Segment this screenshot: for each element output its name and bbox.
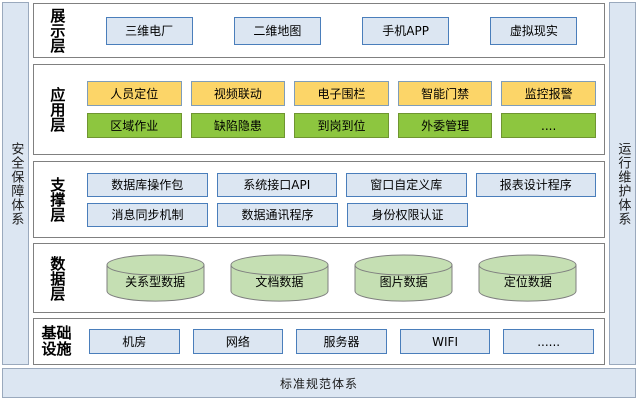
layer-presentation: 展示层 三维电厂 二维地图 手机APP 虚拟现实 (33, 3, 605, 58)
layer-presentation-label: 展示层 (48, 8, 67, 53)
cylinder-relational-data-label: 关系型数据 (125, 274, 186, 289)
layer-application-label: 应用层 (48, 87, 67, 132)
cylinder-image-data-label: 图片数据 (379, 274, 428, 289)
node-message-sync-mechanism[interactable]: 消息同步机制 (87, 202, 208, 227)
node-on-post-in-place[interactable]: 到岗到位 (294, 113, 389, 138)
node-server[interactable]: 服务器 (296, 329, 387, 354)
layer-support: 支撑层 数据库操作包 系统接口API 窗口自定义库 报表设计程序 消息同步机制 … (33, 161, 605, 238)
node-2d-map[interactable]: 二维地图 (233, 16, 321, 45)
layer-presentation-body: 三维电厂 二维地图 手机APP 虚拟现实 (79, 4, 604, 57)
cylinder-relational-data[interactable]: 关系型数据 (106, 254, 205, 302)
support-row-2-spacer (477, 203, 596, 227)
node-area-operation[interactable]: 区域作业 (87, 113, 182, 138)
node-window-custom-library[interactable]: 窗口自定义库 (346, 172, 467, 197)
node-network[interactable]: 网络 (192, 329, 284, 354)
layer-application: 应用层 人员定位 视频联动 电子围栏 智能门禁 监控报警 区域作业 缺陷隐患 到… (33, 64, 605, 155)
node-3d-power-plant[interactable]: 三维电厂 (105, 16, 193, 45)
database-cylinder-icon (230, 254, 329, 302)
node-electronic-fence[interactable]: 电子围栏 (294, 81, 389, 106)
right-band-label: 运行维护体系 (615, 141, 631, 226)
layer-infrastructure-label-cell: 基础设施 (34, 319, 79, 364)
database-cylinder-icon (354, 254, 453, 302)
layer-data: 数据层 关系型数据 文档数据 (33, 243, 605, 313)
layer-application-body: 人员定位 视频联动 电子围栏 智能门禁 监控报警 区域作业 缺陷隐患 到岗到位 … (79, 65, 604, 154)
layer-infrastructure: 基础设施 机房 网络 服务器 WIFI ...... (33, 318, 605, 365)
node-personnel-positioning[interactable]: 人员定位 (87, 81, 182, 106)
layer-presentation-row: 三维电厂 二维地图 手机APP 虚拟现实 (79, 16, 604, 45)
node-virtual-reality[interactable]: 虚拟现实 (490, 16, 578, 45)
layer-data-label-cell: 数据层 (34, 244, 79, 312)
node-identity-authorization[interactable]: 身份权限认证 (347, 202, 468, 227)
cylinder-positioning-data-label: 定位数据 (503, 274, 552, 289)
node-application-more[interactable]: .... (501, 113, 596, 138)
node-smart-access-control[interactable]: 智能门禁 (397, 81, 493, 106)
bottom-band-standard-specification-system: 标准规范体系 (2, 368, 636, 398)
cylinder-positioning-data[interactable]: 定位数据 (478, 254, 577, 302)
layer-application-label-cell: 应用层 (34, 65, 79, 154)
layer-support-row-1: 数据库操作包 系统接口API 窗口自定义库 报表设计程序 (79, 172, 604, 197)
layer-support-label: 支撑层 (48, 177, 67, 222)
node-outsourcing-management[interactable]: 外委管理 (397, 113, 493, 138)
node-mobile-app[interactable]: 手机APP (362, 16, 450, 45)
node-infrastructure-more[interactable]: ...... (503, 329, 594, 354)
left-band-security-system: 安全保障体系 (2, 2, 29, 365)
node-system-interface-api[interactable]: 系统接口API (216, 172, 337, 197)
layer-support-body: 数据库操作包 系统接口API 窗口自定义库 报表设计程序 消息同步机制 数据通讯… (79, 162, 604, 237)
cylinder-document-data-label: 文档数据 (255, 274, 304, 289)
node-monitoring-alarm[interactable]: 监控报警 (501, 81, 596, 106)
layer-support-row-2: 消息同步机制 数据通讯程序 身份权限认证 (79, 202, 604, 227)
right-band-operation-maintenance-system: 运行维护体系 (609, 2, 636, 365)
cylinder-image-data[interactable]: 图片数据 (354, 254, 453, 302)
node-data-communication-program[interactable]: 数据通讯程序 (217, 202, 338, 227)
layer-presentation-label-cell: 展示层 (34, 4, 79, 57)
node-video-linkage[interactable]: 视频联动 (190, 81, 286, 106)
layer-application-row-1: 人员定位 视频联动 电子围栏 智能门禁 监控报警 (79, 81, 604, 106)
layer-data-body: 关系型数据 文档数据 图片数据 (79, 244, 604, 312)
node-machine-room[interactable]: 机房 (89, 329, 180, 354)
node-database-operation-package[interactable]: 数据库操作包 (87, 172, 208, 197)
node-wifi[interactable]: WIFI (399, 329, 491, 354)
cylinder-document-data[interactable]: 文档数据 (230, 254, 329, 302)
database-cylinder-icon (478, 254, 577, 302)
node-report-design-program[interactable]: 报表设计程序 (475, 172, 596, 197)
left-band-label: 安全保障体系 (8, 141, 24, 226)
layer-data-label: 数据层 (48, 255, 67, 301)
layer-data-row: 关系型数据 文档数据 图片数据 (79, 254, 604, 302)
layer-infrastructure-row: 机房 网络 服务器 WIFI ...... (79, 329, 604, 354)
layer-application-row-2: 区域作业 缺陷隐患 到岗到位 外委管理 .... (79, 113, 604, 138)
bottom-band-label: 标准规范体系 (279, 376, 358, 391)
database-cylinder-icon (106, 254, 205, 302)
layer-support-label-cell: 支撑层 (34, 162, 79, 237)
node-defect-hidden-danger[interactable]: 缺陷隐患 (190, 113, 286, 138)
layer-infrastructure-body: 机房 网络 服务器 WIFI ...... (79, 319, 604, 364)
layer-infrastructure-label: 基础设施 (41, 323, 72, 358)
